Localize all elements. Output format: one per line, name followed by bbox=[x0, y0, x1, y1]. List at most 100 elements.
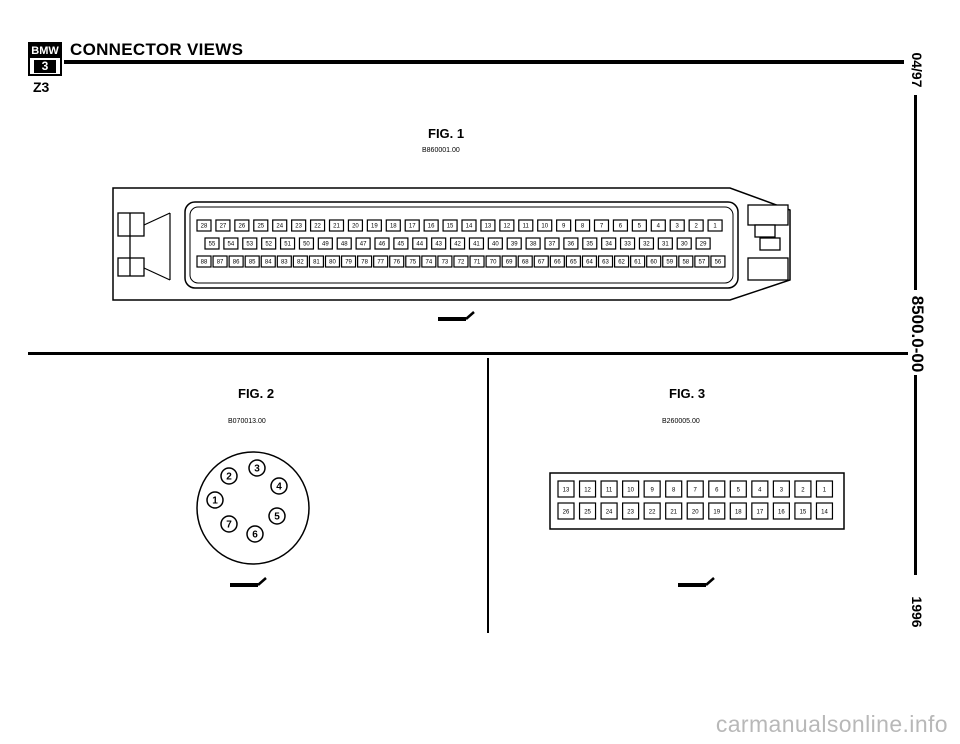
fig1-pin-38-label: 38 bbox=[530, 241, 537, 247]
fig1-pin-60-label: 60 bbox=[650, 259, 657, 265]
fig2-pin-1: 1 bbox=[206, 491, 224, 509]
fig1-pin-40: 40 bbox=[487, 237, 503, 250]
fig1-pin-85-label: 85 bbox=[249, 259, 256, 265]
fig1-pin-61: 61 bbox=[630, 255, 646, 268]
fig3-pin-16-label: 16 bbox=[778, 509, 785, 515]
fig1-pin-69-label: 69 bbox=[506, 259, 513, 265]
fig1-pin-12: 12 bbox=[499, 219, 515, 232]
fig1-pin-81: 81 bbox=[308, 255, 325, 268]
fig1-pin-75: 75 bbox=[405, 255, 421, 268]
fig1-pin-36: 36 bbox=[563, 237, 579, 250]
fig3-pin-2: 2 bbox=[794, 480, 812, 498]
fig3-pin-16: 16 bbox=[772, 502, 790, 520]
fig3-pin-23-label: 23 bbox=[627, 509, 634, 515]
logo-series-text: 3 bbox=[34, 60, 56, 73]
fig3-pin-1: 1 bbox=[815, 480, 834, 498]
fig1-pin-78: 78 bbox=[357, 255, 373, 268]
fig1-pin-14-label: 14 bbox=[466, 223, 473, 229]
fig3-pin-25-label: 25 bbox=[584, 509, 591, 515]
fig1-pin-11: 11 bbox=[518, 219, 534, 232]
watermark: carmanualsonline.info bbox=[715, 711, 948, 737]
fig2-pin-1-label: 1 bbox=[212, 496, 218, 507]
fig1-pin-17-label: 17 bbox=[409, 223, 416, 229]
fig1-pin-59-label: 59 bbox=[666, 259, 673, 265]
fig3-label: FIG. 3 bbox=[669, 386, 706, 401]
fig1-pin-67-label: 67 bbox=[538, 259, 545, 265]
model-label: Z3 bbox=[33, 79, 50, 95]
fig1-pin-20: 20 bbox=[347, 219, 364, 232]
fig1-pin-31-label: 31 bbox=[662, 241, 669, 247]
section-divider bbox=[28, 352, 908, 355]
fig3-pin-2-label: 2 bbox=[801, 487, 805, 493]
fig1-pin-42-label: 42 bbox=[454, 241, 461, 247]
fig3-pin-19: 19 bbox=[708, 502, 726, 520]
fig1-pin-32: 32 bbox=[638, 237, 655, 250]
fig2-orientation-mark bbox=[230, 577, 267, 587]
fig1-pin-54-label: 54 bbox=[228, 241, 235, 247]
fig3-pin-4-label: 4 bbox=[758, 487, 762, 493]
fig2-pin-2: 2 bbox=[220, 467, 238, 485]
fig1-pin-70-label: 70 bbox=[490, 259, 497, 265]
fig2-pin-3: 3 bbox=[248, 459, 266, 477]
fig1-pin-21: 21 bbox=[328, 219, 345, 232]
fig3-pin-8: 8 bbox=[665, 480, 683, 498]
fig1-pin-65-label: 65 bbox=[570, 259, 577, 265]
header-rule bbox=[64, 60, 904, 64]
fig1-pin-2-label: 2 bbox=[694, 223, 698, 229]
fig3-pin-21-label: 21 bbox=[670, 509, 677, 515]
fig1-pin-87-label: 87 bbox=[217, 259, 224, 265]
fig1-pin-46-label: 46 bbox=[379, 241, 386, 247]
fig1-pin-28-label: 28 bbox=[201, 223, 208, 229]
fig1-pin-11-label: 11 bbox=[523, 223, 530, 229]
fig1-pin-35: 35 bbox=[582, 237, 598, 250]
fig3-pin-15: 15 bbox=[794, 502, 812, 520]
fig1-pin-54: 54 bbox=[223, 237, 239, 250]
fig1-pin-33: 33 bbox=[619, 237, 636, 250]
fig1-pin-10: 10 bbox=[537, 219, 553, 232]
fig1-pin-79: 79 bbox=[340, 255, 357, 268]
fig1-pin-60: 60 bbox=[646, 255, 662, 268]
fig1-pin-43: 43 bbox=[431, 237, 447, 250]
fig2-pin-6: 6 bbox=[246, 525, 264, 543]
fig3-pin-6-label: 6 bbox=[715, 487, 719, 493]
fig3-pin-10-label: 10 bbox=[627, 487, 634, 493]
fig1-pin-22: 22 bbox=[309, 219, 326, 232]
fig3-pin-21: 21 bbox=[665, 502, 683, 520]
side-date: 04/97 bbox=[909, 52, 925, 88]
fig3-pin-26: 26 bbox=[557, 502, 575, 520]
fig3-pin-20-label: 20 bbox=[692, 509, 699, 515]
fig3-code: B260005.00 bbox=[662, 418, 700, 425]
fig1-pin-29: 29 bbox=[695, 237, 711, 250]
fig1-pin-65: 65 bbox=[565, 255, 581, 268]
fig1-pin-1-label: 1 bbox=[713, 223, 717, 229]
fig1-pin-73-label: 73 bbox=[442, 259, 449, 265]
fig1-pin-15: 15 bbox=[442, 219, 458, 232]
fig1-pin-88-label: 88 bbox=[201, 259, 208, 265]
fig1-pin-77: 77 bbox=[373, 255, 389, 268]
fig3-pin-24: 24 bbox=[600, 502, 618, 520]
fig1-pin-43-label: 43 bbox=[435, 241, 442, 247]
fig1-pin-13-label: 13 bbox=[485, 223, 492, 229]
fig2-pin-5-label: 5 bbox=[274, 512, 280, 523]
fig1-pin-4-label: 4 bbox=[657, 223, 661, 229]
fig1-pin-9: 9 bbox=[556, 219, 572, 232]
fig1-pin-49-label: 49 bbox=[322, 241, 329, 247]
fig3-pin-9-label: 9 bbox=[650, 487, 654, 493]
fig3-pin-7: 7 bbox=[686, 480, 704, 498]
fig1-pin-53: 53 bbox=[242, 237, 258, 250]
fig3-pin-5-label: 5 bbox=[737, 487, 741, 493]
fig3-pin-1-label: 1 bbox=[823, 487, 827, 493]
fig1-pin-25: 25 bbox=[253, 219, 269, 232]
fig1-pin-27-label: 27 bbox=[220, 223, 227, 229]
fig1-pin-21-label: 21 bbox=[333, 223, 340, 229]
fig1-pin-55-label: 55 bbox=[209, 241, 216, 247]
fig1-pin-68: 68 bbox=[517, 255, 533, 268]
fig1-pin-79-label: 79 bbox=[345, 259, 352, 265]
fig3-pin-7-label: 7 bbox=[694, 487, 698, 493]
fig2-pin-7: 7 bbox=[220, 515, 238, 533]
fig3-pin-15-label: 15 bbox=[800, 509, 807, 515]
fig1-pin-63-label: 63 bbox=[602, 259, 609, 265]
fig1-pin-84-label: 84 bbox=[265, 259, 272, 265]
